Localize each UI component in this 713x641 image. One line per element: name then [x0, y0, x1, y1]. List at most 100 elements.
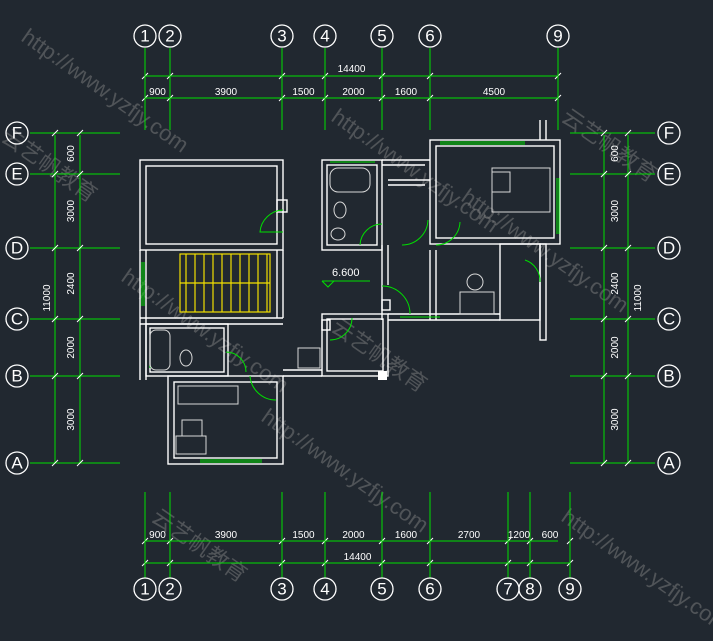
right-axis-bubble-A-label: A: [663, 454, 675, 473]
left-axis-bubble-C-circle: [5, 307, 29, 331]
top-dimension: 1500: [292, 87, 315, 98]
left-side-dimension: 600: [66, 145, 77, 162]
right-axis-bubble-B-circle: [657, 364, 681, 388]
bottom-axis-bubble-8-label: 8: [525, 580, 534, 599]
left-axis-bubble-F-label: F: [12, 124, 22, 143]
bottom-axis-bubble-4-circle: [313, 577, 337, 601]
top-axis-bubble-2-circle: [158, 24, 182, 48]
left-axis-bubble-E-circle: [5, 162, 29, 186]
bottom-axis-bubble-1-label: 1: [140, 580, 149, 599]
bottom-axis-bubble-9: 9: [558, 577, 582, 601]
top-axis-bubble-4: 4: [313, 24, 337, 48]
bottom-axis-bubble-1-circle: [133, 577, 157, 601]
left-axis-bubble-B: B: [5, 364, 29, 388]
left-axis-bubble-E-label: E: [11, 165, 22, 184]
top-axis-bubble-2-label: 2: [165, 27, 174, 46]
left-side-dimension: 3000: [66, 408, 77, 431]
watermark-layer: http://www.yzfjy.com http://www.yzfjy.co…: [0, 24, 713, 638]
top-axis-bubble-1-label: 1: [140, 27, 149, 46]
top-axis-bubble-4-label: 4: [320, 27, 329, 46]
top-axis-bubble-6: 6: [418, 24, 442, 48]
bottom-axis-bubble-5-circle: [370, 577, 394, 601]
bottom-axis-bubble-3-circle: [270, 577, 294, 601]
top-axis-bubble-9: 9: [546, 24, 570, 48]
left-axis-bubble-A: A: [5, 451, 29, 475]
bottom-axis-bubble-3-label: 3: [277, 580, 286, 599]
top-dimension-texts: 14400 900 3900 1500 2000 1600 4500: [149, 64, 505, 98]
left-axis-bubble-F: F: [5, 121, 29, 145]
bottom-axis-bubble-9-circle: [558, 577, 582, 601]
bottom-axis-bubble-2-circle: [158, 577, 182, 601]
right-axis-bubble-C: C: [657, 307, 681, 331]
top-axis-bubble-9-label: 9: [553, 27, 562, 46]
left-axis-bubble-A-label: A: [11, 454, 23, 473]
bottom-dimension: 2000: [342, 530, 365, 541]
top-dimension: 4500: [483, 87, 506, 98]
bathtub-fixture: [329, 167, 371, 193]
watermark-url: http://www.yzfjy.com: [557, 504, 713, 638]
bottom-axis-bubble-3: 3: [270, 577, 294, 601]
level-mark: 6.600: [321, 267, 370, 288]
right-axis-bubble-D: D: [657, 236, 681, 260]
right-side-dimension: 3000: [610, 199, 621, 222]
top-dimension: 2000: [342, 87, 365, 98]
left-axis-bubble-C-label: C: [11, 310, 23, 329]
watermark-brand: 云艺帆教育: [147, 504, 251, 588]
top-dimension: 900: [149, 87, 166, 98]
bottom-axis-bubble-8-circle: [518, 577, 542, 601]
top-dimension: 3900: [215, 87, 238, 98]
left-axis-bubble-D: D: [5, 236, 29, 260]
bottom-dimension: 900: [149, 530, 166, 541]
left-axis-bubble-D-circle: [5, 236, 29, 260]
left-axis-bubble-A-circle: [5, 451, 29, 475]
bottom-axis-bubble-6-label: 6: [425, 580, 434, 599]
right-axis-bubble-F-label: F: [664, 124, 674, 143]
watermark-brand: 云艺帆教育: [327, 314, 431, 398]
right-axis-bubble-D-circle: [657, 236, 681, 260]
top-axis-bubble-2: 2: [158, 24, 182, 48]
right-axis-bubble-F-circle: [657, 121, 681, 145]
bottom-axis-bubble-2-label: 2: [165, 580, 174, 599]
left-side-dimension: 3000: [66, 199, 77, 222]
right-axis-bubble-E: E: [657, 162, 681, 186]
toilet-left-fixture: [179, 349, 193, 367]
right-side-dimension: 3000: [610, 408, 621, 431]
bottom-axis-bubble-8: 8: [518, 577, 542, 601]
right-side-dimension: 2000: [610, 336, 621, 359]
top-axis-bubble-6-circle: [418, 24, 442, 48]
right-total-dimension: 11000: [633, 284, 644, 312]
left-total-dimension: 11000: [42, 284, 53, 312]
plant-fixture: [297, 347, 321, 369]
right-axis-bubble-E-circle: [657, 162, 681, 186]
top-axis-bubble-3-circle: [270, 24, 294, 48]
right-axis-bubble-C-circle: [657, 307, 681, 331]
top-axis-bubble-4-circle: [313, 24, 337, 48]
tub-left-fixture: [149, 329, 171, 371]
top-axis-bubble-5-circle: [370, 24, 394, 48]
right-side-dimension: 2400: [610, 272, 621, 295]
bottom-dimension: 3900: [215, 530, 238, 541]
bottom-axis-bubble-1: 1: [133, 577, 157, 601]
right-axis-bubble-B-label: B: [663, 367, 674, 386]
right-axis-bubbles: FE D C B A: [657, 121, 681, 475]
top-axis-bubble-1: 1: [133, 24, 157, 48]
top-dimension: 1600: [395, 87, 418, 98]
bottom-axis-bubble-7-label: 7: [503, 580, 512, 599]
top-total-dimension: 14400: [338, 64, 366, 75]
top-axis-bubble-3-label: 3: [277, 27, 286, 46]
vanity-fixture: [459, 291, 495, 315]
top-axis-bubble-6-label: 6: [425, 27, 434, 46]
right-side-dimension: 600: [610, 145, 621, 162]
sink-fixture: [330, 227, 346, 241]
left-axis-bubbles: F E D C B A: [5, 121, 29, 475]
right-axis-bubble-F: F: [657, 121, 681, 145]
dimension-lines: [30, 48, 655, 578]
bottom-total-dimension: 14400: [344, 552, 372, 563]
windows: [141, 141, 560, 463]
bottom-axis-bubble-6-circle: [418, 577, 442, 601]
